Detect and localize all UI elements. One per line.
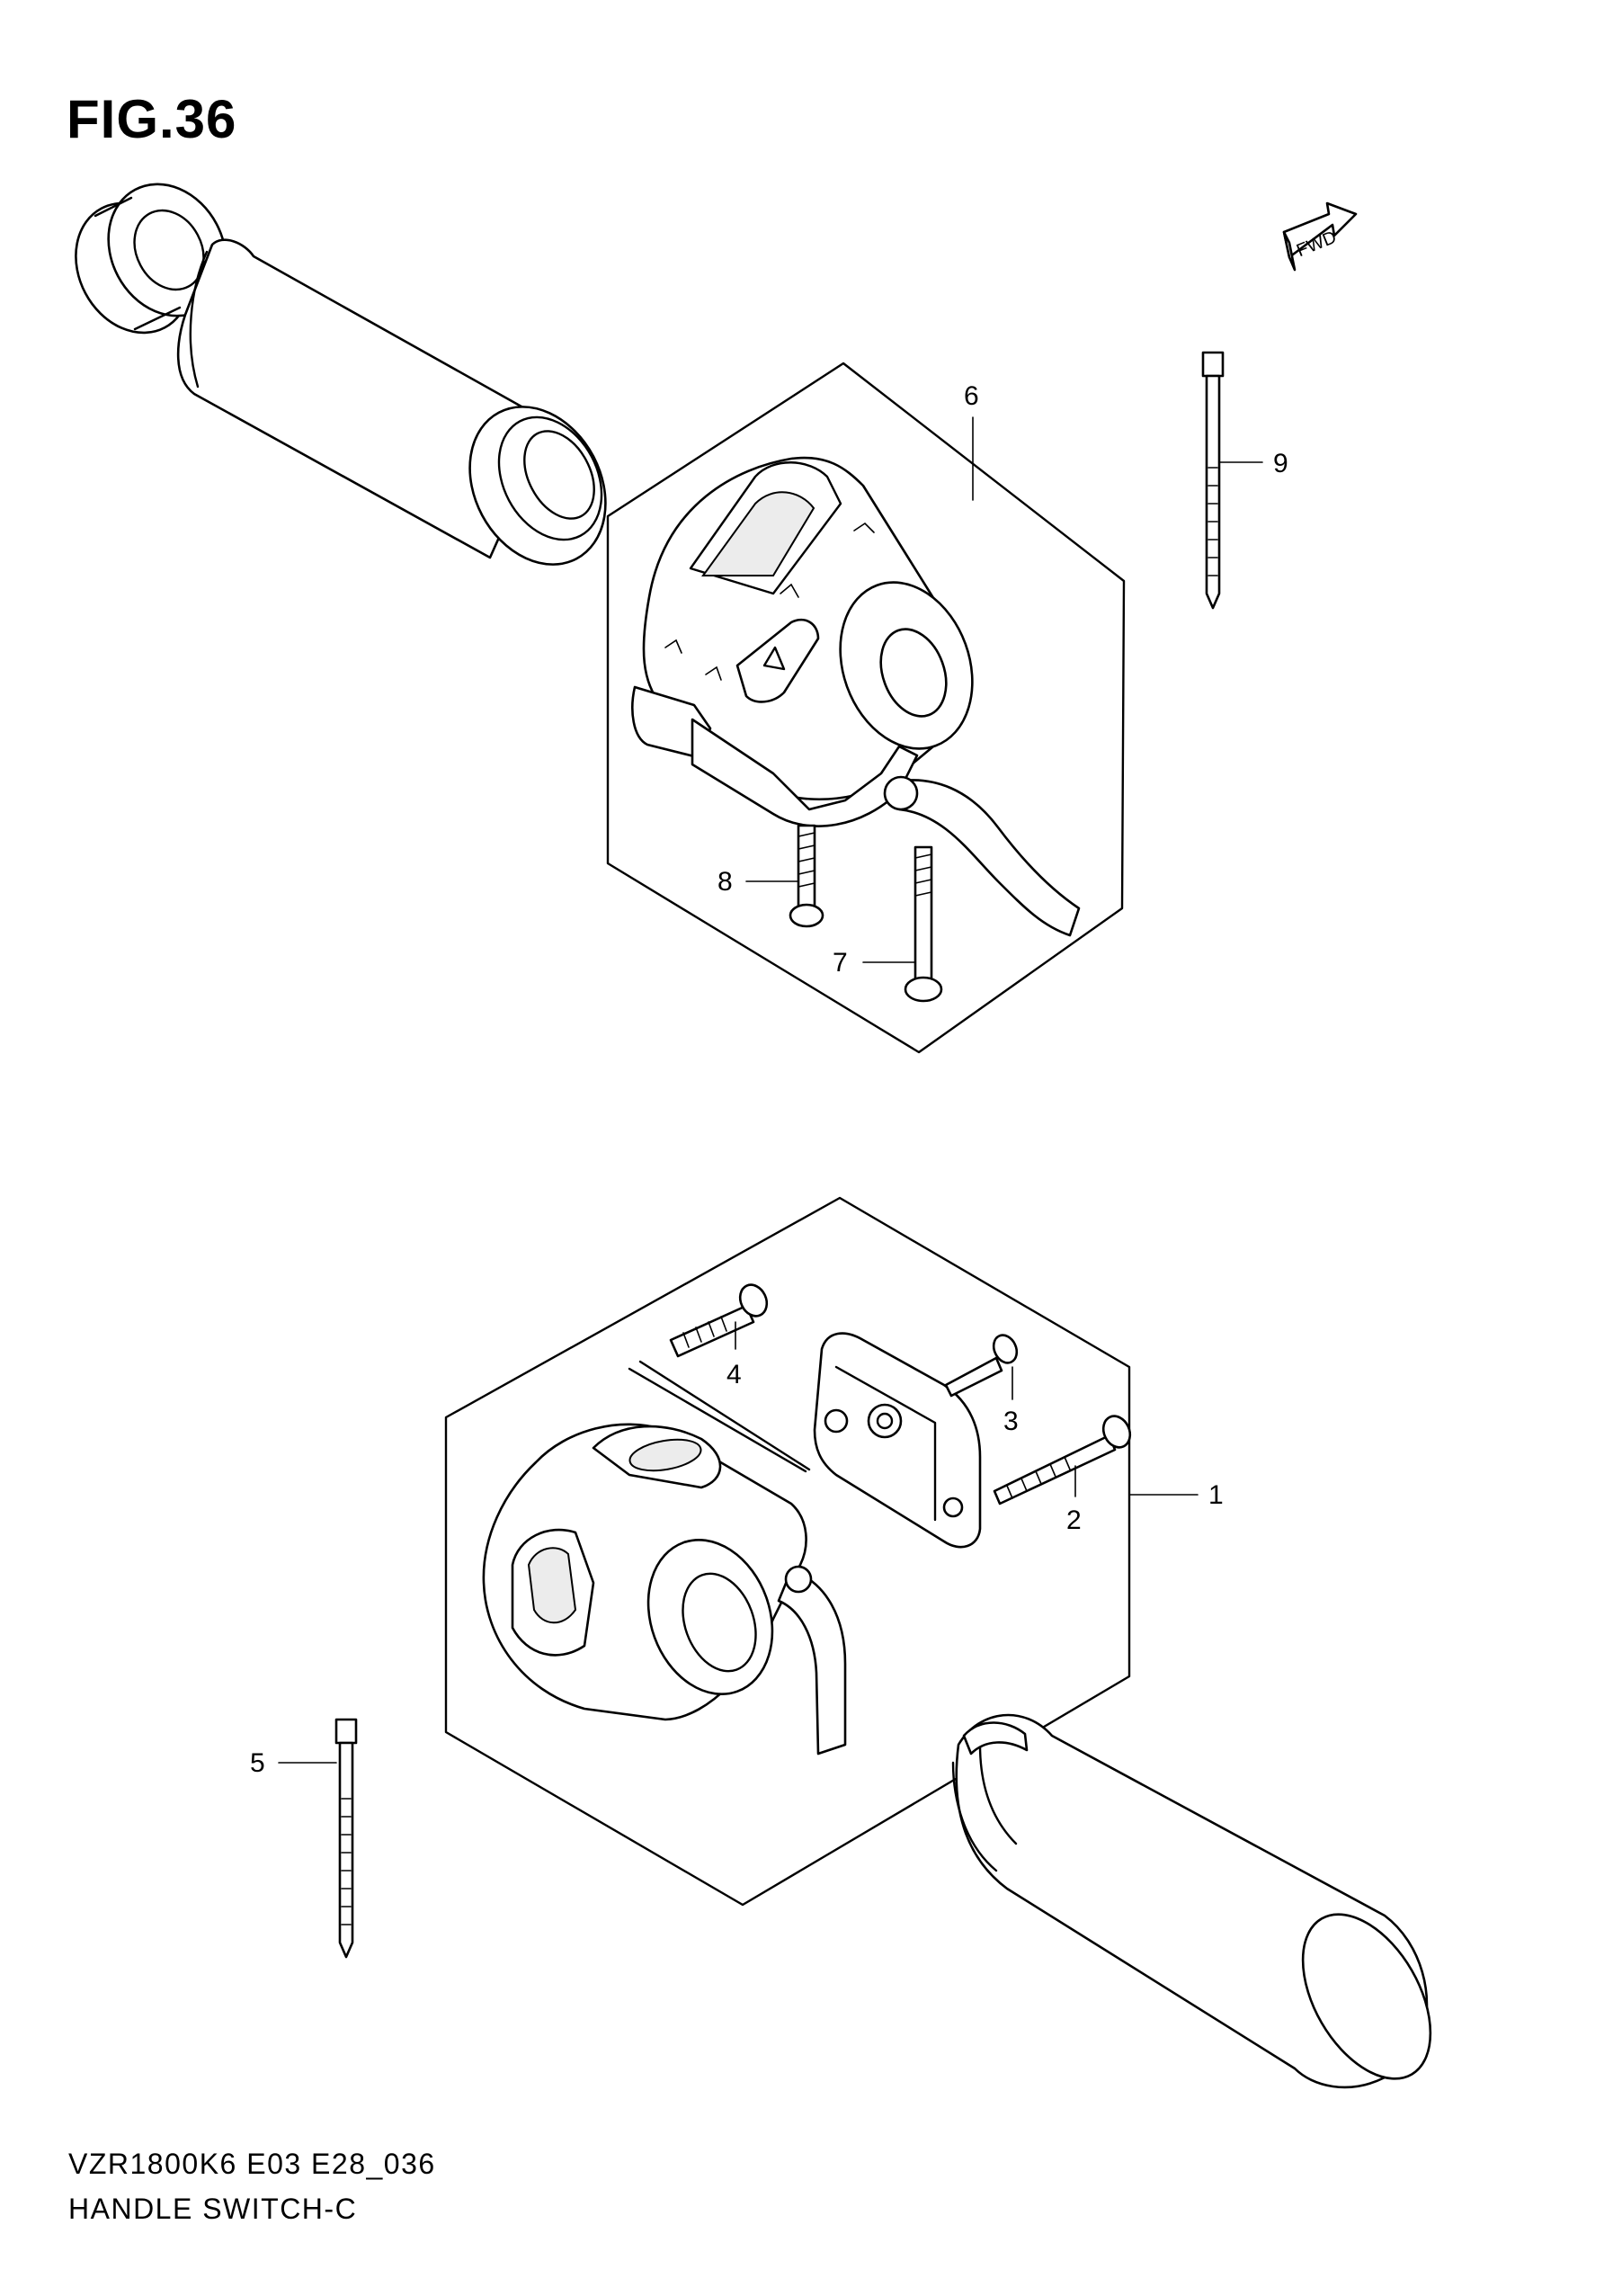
callout-1: 1 bbox=[1128, 1480, 1224, 1510]
callout-3: 3 bbox=[1003, 1366, 1019, 1436]
figure-title: FIG.36 bbox=[67, 89, 237, 149]
fwd-arrow-icon: FWD bbox=[1282, 201, 1358, 272]
callout-3-label: 3 bbox=[1003, 1407, 1019, 1436]
cable-tie-9 bbox=[1201, 351, 1225, 610]
callout-4: 4 bbox=[726, 1321, 742, 1389]
assembly-outline-bottom bbox=[444, 1196, 1131, 1907]
assembly-outline-top bbox=[606, 362, 1126, 1054]
callout-6: 6 bbox=[964, 381, 979, 501]
left-grip bbox=[176, 238, 607, 566]
callout-8-label: 8 bbox=[717, 867, 733, 897]
left-handle-switch bbox=[631, 456, 1081, 937]
callout-7-label: 7 bbox=[833, 948, 848, 978]
diagram-name: HANDLE SWITCH-C bbox=[68, 2193, 358, 2225]
inner-divider bbox=[638, 1360, 811, 1471]
right-handle-switch bbox=[482, 1423, 847, 1756]
callout-1-label: 1 bbox=[1208, 1480, 1224, 1510]
screw-4 bbox=[669, 1283, 769, 1358]
callout-2: 2 bbox=[1066, 1465, 1082, 1535]
callout-9: 9 bbox=[1218, 449, 1288, 478]
screw-3 bbox=[944, 1334, 1019, 1398]
switch-holder bbox=[813, 1332, 982, 1549]
callout-2-label: 2 bbox=[1066, 1505, 1082, 1535]
callout-9-label: 9 bbox=[1273, 449, 1288, 478]
model-code: VZR1800K6 E03 E28_036 bbox=[68, 2148, 436, 2180]
callout-7: 7 bbox=[833, 948, 916, 978]
callout-4-label: 4 bbox=[726, 1360, 742, 1389]
cable-tie-5 bbox=[334, 1718, 358, 1959]
callout-5: 5 bbox=[250, 1748, 337, 1778]
callout-8: 8 bbox=[717, 867, 799, 897]
callout-6-label: 6 bbox=[964, 381, 979, 411]
throttle-grip bbox=[951, 1713, 1432, 2089]
screw-8 bbox=[789, 824, 824, 928]
screw-2 bbox=[993, 1415, 1132, 1505]
callout-5-label: 5 bbox=[250, 1748, 265, 1778]
screw-7 bbox=[904, 845, 943, 1003]
